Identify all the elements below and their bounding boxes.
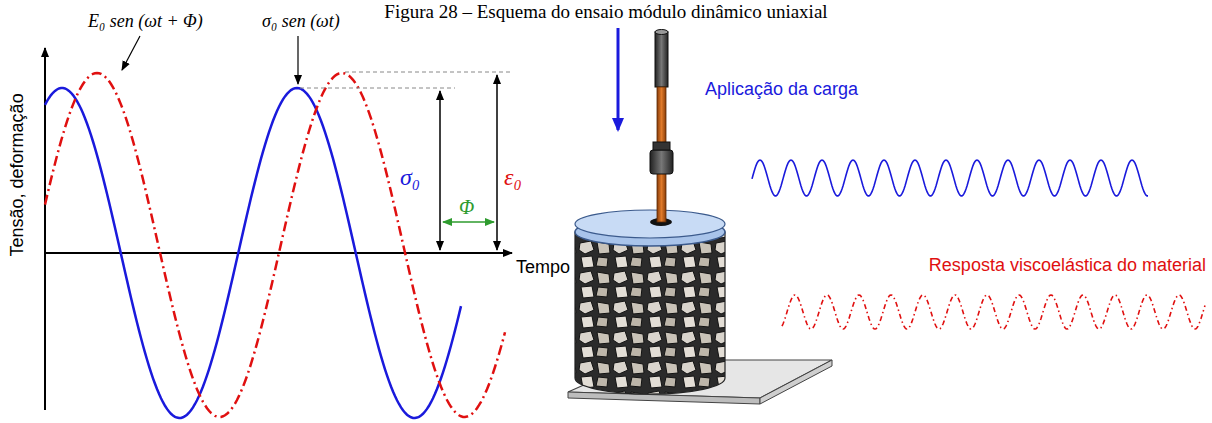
formula-label: E₀ sen (ωt + Φ) [88, 12, 203, 32]
axis-label: Tensão, deformação [8, 93, 28, 256]
amplitude-label: ε₀ [504, 164, 522, 190]
amplitude-label: σ₀ [400, 164, 420, 190]
response-label: Resposta viscoelástica do material [929, 256, 1206, 276]
phase-label: Φ [459, 196, 474, 218]
axis-label: Tempo [516, 258, 570, 278]
figure-title: Figura 28 – Esquema do ensaio módulo din… [384, 2, 827, 23]
formula-label: σ₀ sen (ωt) [262, 12, 340, 32]
load-label: Aplicação da carga [705, 80, 858, 100]
